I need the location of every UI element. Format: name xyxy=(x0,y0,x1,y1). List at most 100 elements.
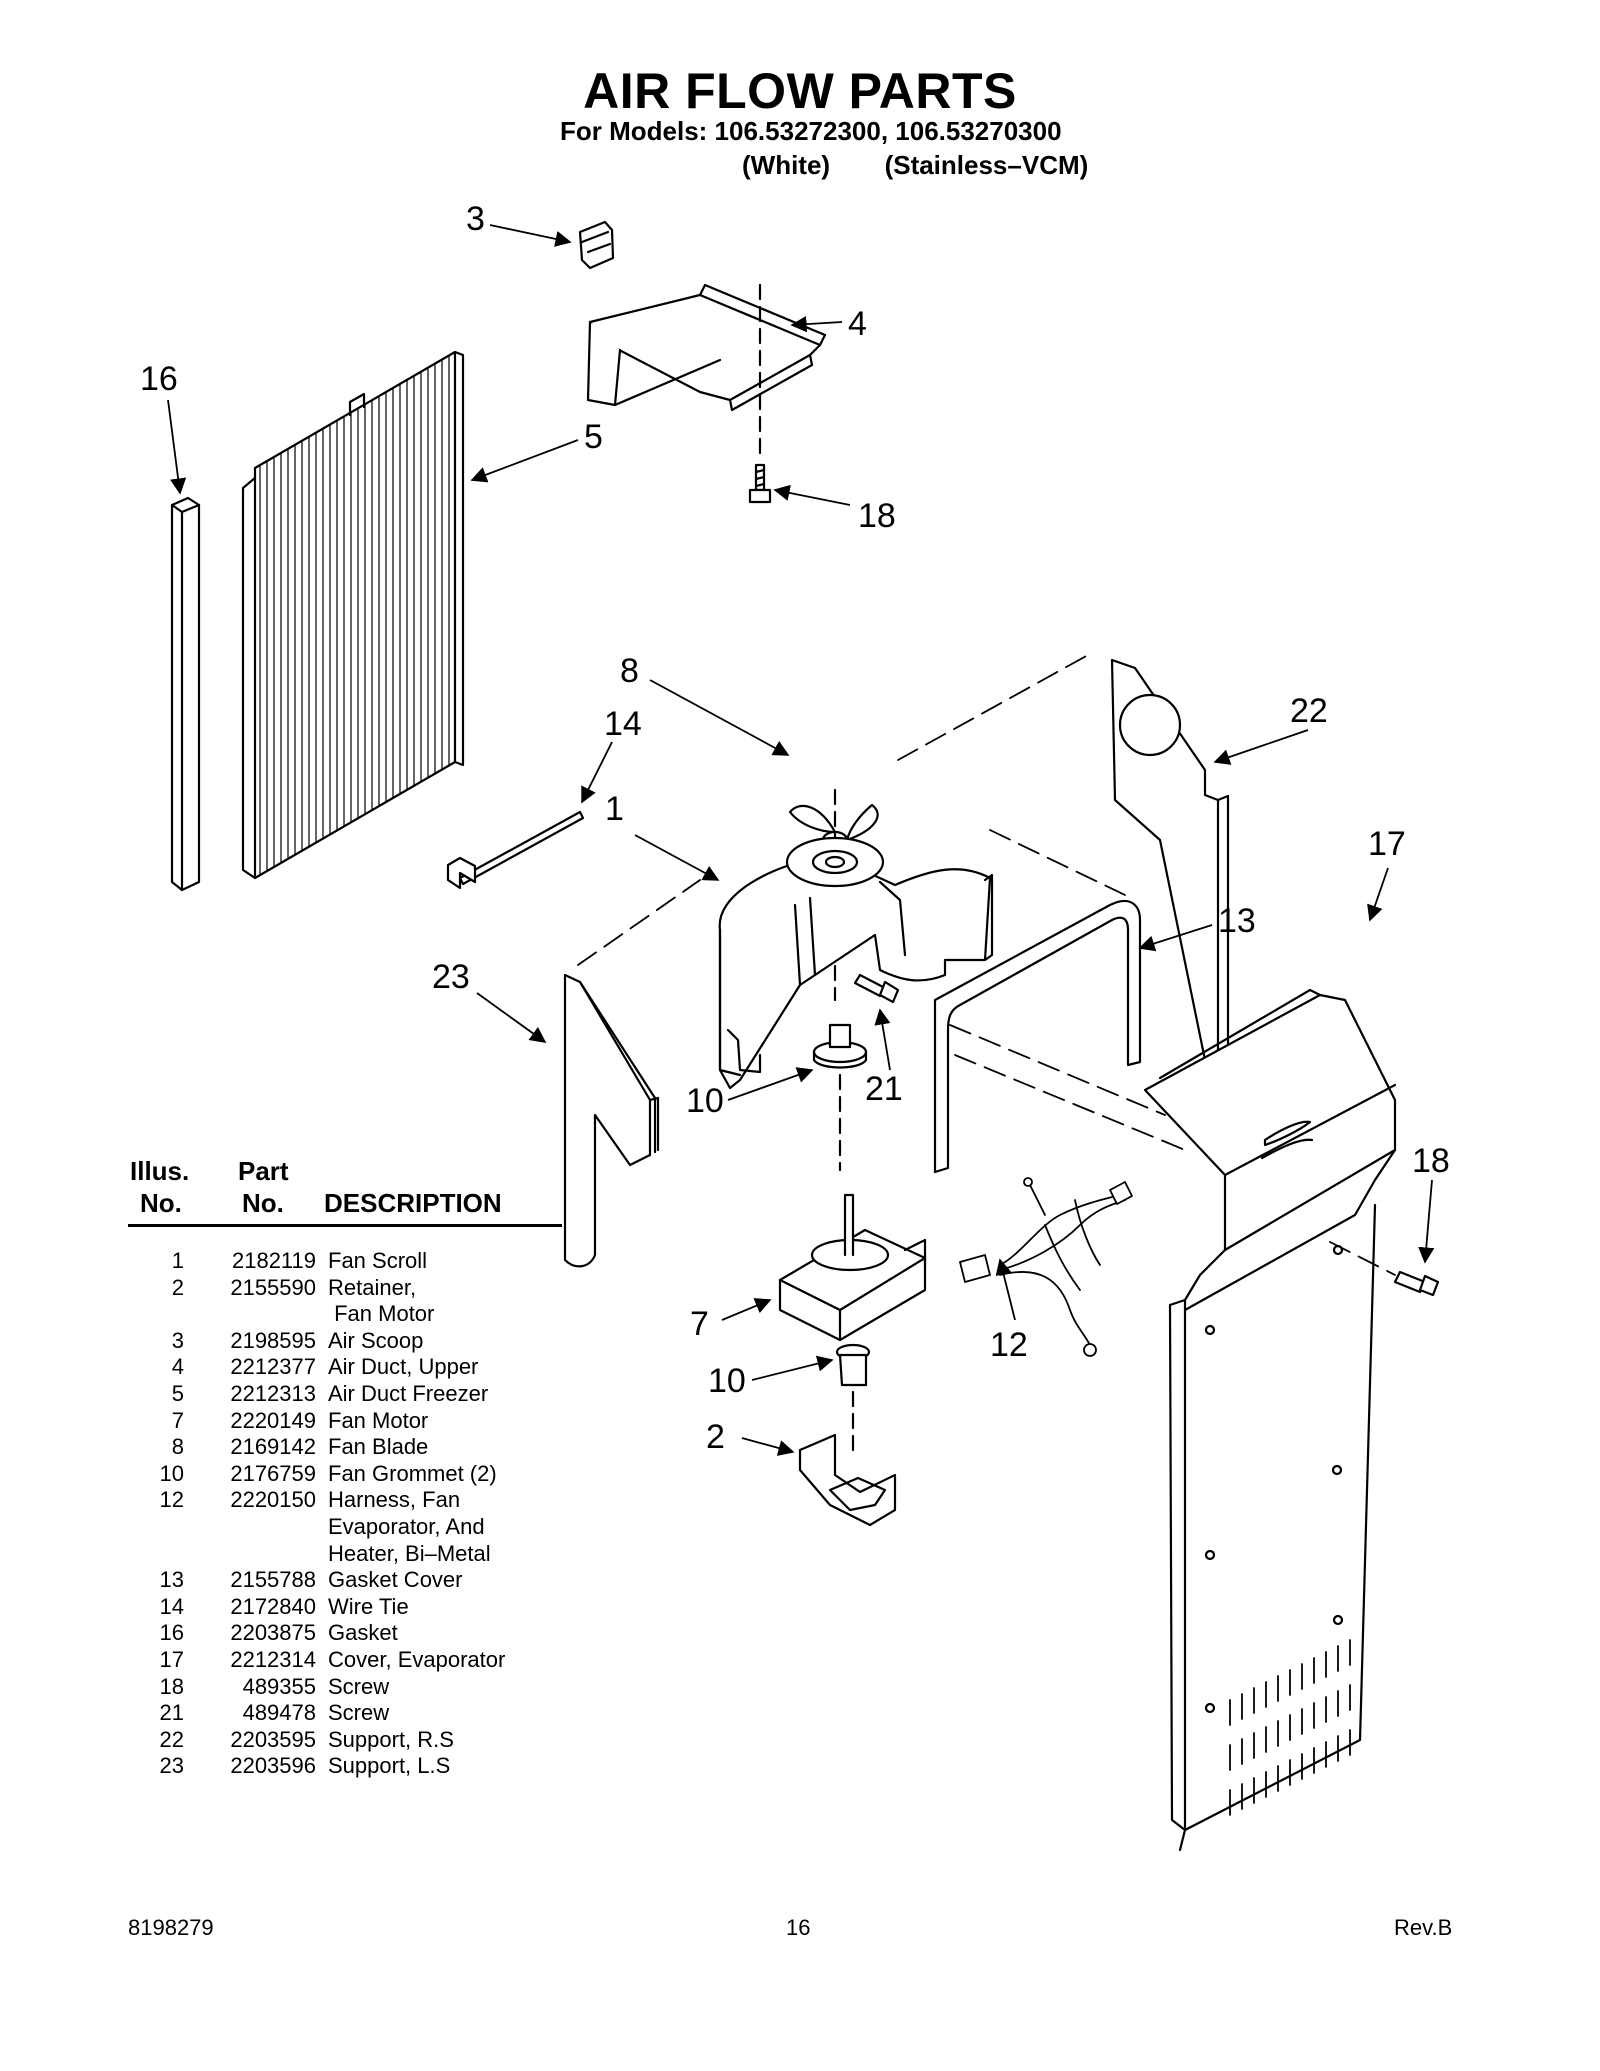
part-description: Fan Scroll xyxy=(328,1248,428,1273)
cover-vents xyxy=(1229,1639,1351,1816)
part-number xyxy=(184,1541,316,1568)
part-screw-21 xyxy=(853,973,900,1004)
footer-page-number: 16 xyxy=(786,1915,811,1940)
part-support-left xyxy=(563,973,660,1268)
part-number: 2212377 xyxy=(230,1354,316,1380)
part-description: Fan Blade xyxy=(328,1434,429,1460)
part-air-scoop xyxy=(578,220,615,270)
callout-3: 3 xyxy=(466,200,485,238)
footer-revision: Rev.B xyxy=(1394,1915,1453,1940)
header-illus-no: No. xyxy=(140,1188,182,1218)
callout-16: 16 xyxy=(140,360,178,398)
part-number: 2203875 xyxy=(230,1620,316,1646)
part-number: 2203596 xyxy=(230,1753,316,1779)
illus-number: 13 xyxy=(159,1567,184,1593)
header-illus: Illus. xyxy=(130,1156,190,1186)
illus-number: 10 xyxy=(159,1460,184,1486)
callout-22: 22 xyxy=(1290,692,1328,730)
part-retainer xyxy=(798,1433,897,1527)
part-harness xyxy=(959,1177,1133,1357)
part-description: Fan Motor xyxy=(328,1301,435,1327)
part-number: 2220149 xyxy=(230,1407,316,1433)
part-description: Gasket Cover xyxy=(328,1567,463,1593)
part-cover-evaporator xyxy=(1143,988,1397,1852)
callout-10-upper: 10 xyxy=(686,1082,724,1120)
part-number: 2155788 xyxy=(230,1567,316,1593)
header-part: Part xyxy=(238,1156,289,1186)
callout-numbers: 3 4 16 5 18 8 14 1 22 17 13 23 21 10 18 … xyxy=(140,200,1450,1456)
callout-7: 7 xyxy=(690,1305,709,1343)
illus-number: 17 xyxy=(159,1646,184,1672)
header-part-no: No. xyxy=(242,1188,284,1218)
part-support-right xyxy=(1110,658,1230,1062)
part-number: 2198595 xyxy=(230,1327,316,1353)
part-number: 2169142 xyxy=(230,1434,316,1460)
part-description: Air Scoop xyxy=(328,1327,424,1353)
callout-leaders xyxy=(167,224,1435,1456)
part-screw-top xyxy=(748,463,772,504)
illus-number xyxy=(128,1541,184,1568)
callout-17: 17 xyxy=(1368,825,1406,863)
illus-number: 16 xyxy=(159,1620,184,1646)
variant-white: (White) xyxy=(742,150,831,180)
header-rule xyxy=(128,1224,562,1227)
part-number xyxy=(184,1301,316,1328)
table-row: 8 2169142 Fan Blade xyxy=(128,1434,505,1461)
illus-number: 21 xyxy=(159,1700,184,1726)
part-number: 2212313 xyxy=(230,1380,316,1406)
part-number: 2182119 xyxy=(231,1248,316,1273)
part-gasket-cover xyxy=(933,899,1142,1174)
parts-table-header: Illus. No. Part No. DESCRIPTION xyxy=(128,1156,568,1222)
part-description: Air Duct, Upper xyxy=(328,1354,479,1380)
part-number: 2155590 xyxy=(230,1274,316,1300)
part-fan-grommet-upper xyxy=(812,1023,868,1069)
footer-doc-number: 8198279 xyxy=(128,1915,214,1940)
callout-18-top: 18 xyxy=(858,497,896,535)
part-description: Fan Motor xyxy=(328,1407,429,1433)
illus-number xyxy=(128,1514,184,1541)
illus-number xyxy=(128,1301,184,1328)
table-row: 12 2220150 Harness, Fan xyxy=(128,1487,505,1514)
table-row: 13 2155788 Gasket Cover xyxy=(128,1567,505,1594)
part-screw-right xyxy=(1393,1270,1440,1297)
part-description: Evaporator, And xyxy=(328,1513,485,1539)
part-description: Wire Tie xyxy=(328,1593,409,1619)
callout-5: 5 xyxy=(584,418,603,456)
callout-12: 12 xyxy=(990,1326,1028,1364)
page-title: AIR FLOW PARTS xyxy=(583,63,1017,119)
illus-number: 8 xyxy=(171,1434,184,1460)
callout-4: 4 xyxy=(848,305,867,343)
part-description: Fan Grommet (2) xyxy=(328,1460,497,1486)
part-description: Screw xyxy=(328,1673,390,1699)
part-wire-tie xyxy=(446,810,585,890)
part-fan-motor xyxy=(778,1193,927,1342)
callout-23: 23 xyxy=(432,958,470,996)
part-description: Screw xyxy=(328,1700,390,1726)
part-air-duct-freezer xyxy=(241,350,465,880)
part-description: Harness, Fan xyxy=(328,1487,461,1513)
callout-13: 13 xyxy=(1218,902,1256,940)
part-number: 2176759 xyxy=(230,1460,316,1486)
illus-number: 14 xyxy=(159,1593,184,1619)
illus-number: 12 xyxy=(159,1487,184,1513)
illus-number: 18 xyxy=(159,1673,184,1699)
part-description: Retainer, xyxy=(328,1274,417,1300)
callout-1: 1 xyxy=(605,790,624,828)
part-number: 2220150 xyxy=(230,1487,316,1513)
callout-8: 8 xyxy=(620,652,639,690)
part-description: Support, L.S xyxy=(328,1753,451,1779)
